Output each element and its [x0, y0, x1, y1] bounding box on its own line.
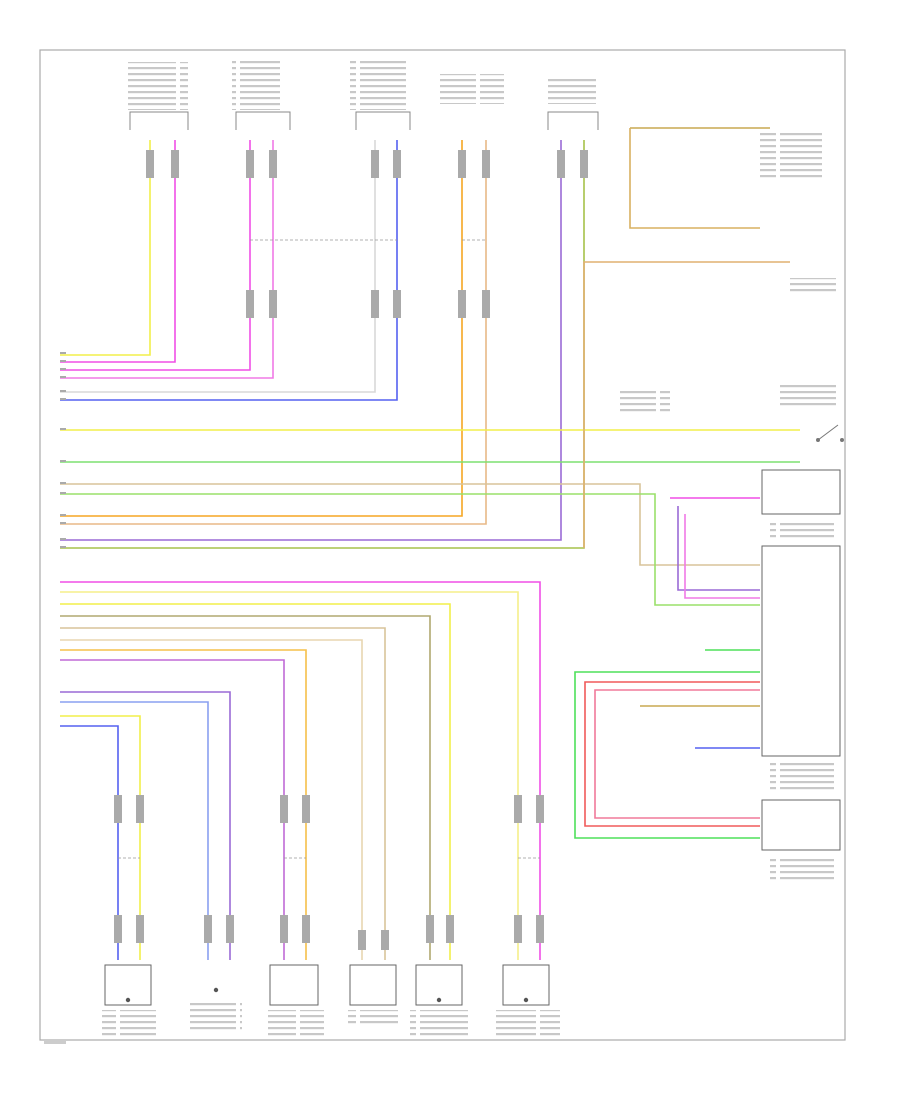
component-label-2: [232, 58, 280, 110]
wire-orange-tan: [583, 261, 790, 548]
left-pin-marks: [60, 352, 66, 548]
wire-red-loop: [584, 681, 760, 827]
wire-yellow-low-1: [60, 591, 519, 960]
bus-wires: [60, 261, 800, 606]
right-wires: [574, 497, 760, 839]
module-label-top: [760, 130, 822, 180]
wire-olive-low-1: [60, 615, 431, 960]
component-label-5: [548, 76, 596, 104]
wire-olive-loop: [629, 128, 760, 229]
wire-yellow-1: [60, 140, 151, 356]
passenger-switch: [620, 384, 844, 442]
wire-tan-1: [60, 140, 487, 525]
pressure-sensor-module: [761, 469, 841, 515]
switch-label: [780, 384, 840, 408]
wire-pink-3: [60, 140, 274, 379]
component-label-3: [350, 58, 406, 110]
bottom-components: [104, 964, 550, 1006]
bottom-module-3: [349, 964, 397, 1006]
pressure-label: [770, 520, 834, 540]
top-components: [128, 58, 596, 110]
wire-blue-low-2: [60, 725, 119, 960]
component-label-1: [128, 62, 188, 110]
wire-yellow-low-2: [60, 603, 451, 960]
right-module-labels: [770, 520, 834, 882]
component-label-4: [440, 74, 504, 104]
belt-sensor-module: [761, 799, 841, 851]
wire-tan-low-1: [60, 627, 386, 960]
wire-gray-1: [60, 140, 376, 393]
bottom-module-2: [269, 964, 319, 1006]
top-wires: [60, 140, 585, 549]
switch-label-left: [620, 388, 670, 412]
wire-tan-long: [60, 483, 760, 566]
connector-bracket-3: [355, 111, 411, 130]
lower-wires: [60, 581, 541, 960]
wire-violet-right: [677, 506, 760, 591]
wire-violet-low-1: [60, 659, 285, 960]
wire-green-loop: [574, 671, 760, 839]
switch-terminal-1: [816, 438, 820, 442]
connector-bracket-2: [235, 111, 291, 130]
switch-contact: [817, 424, 839, 441]
wire-yellow-low-3: [60, 715, 141, 960]
wire-blue-low-1: [60, 701, 209, 960]
footer-mark: [44, 1040, 66, 1044]
top-connectors: [129, 111, 599, 130]
module-label-spring: [790, 278, 838, 292]
wire-orange-1: [60, 140, 463, 517]
bottom-module-1: [104, 964, 152, 1006]
right-modules: [761, 469, 841, 851]
wire-lightgreen-long: [60, 493, 760, 606]
splices-top: [146, 150, 588, 318]
diagram-frame: [39, 49, 846, 1041]
wire-violet-1: [60, 140, 562, 541]
switch-terminal-2: [840, 438, 844, 442]
wire-pink-1: [60, 140, 176, 363]
connector-bracket-4: [547, 111, 599, 130]
wire-blue-1: [60, 140, 398, 401]
wire-pink-loop: [594, 689, 760, 819]
wire-pink-right-2: [684, 514, 760, 599]
wire-pink-2: [60, 140, 251, 371]
bottom-component-labels: [102, 1000, 560, 1036]
wire-pink-low-1: [60, 581, 541, 960]
top-right-module: [629, 127, 838, 292]
wire-tan-low-2: [60, 639, 363, 960]
connector-bracket-1: [129, 111, 189, 130]
wire-orange-low-1: [60, 649, 307, 960]
belt-label: [770, 856, 834, 882]
occupant-label: [770, 762, 834, 790]
occupant-sensor-module: [761, 545, 841, 757]
wire-violet-low-2: [60, 691, 231, 960]
splices-bottom: [114, 795, 544, 950]
bottom-dots: [125, 987, 529, 1003]
wire-olive-1: [60, 140, 585, 549]
